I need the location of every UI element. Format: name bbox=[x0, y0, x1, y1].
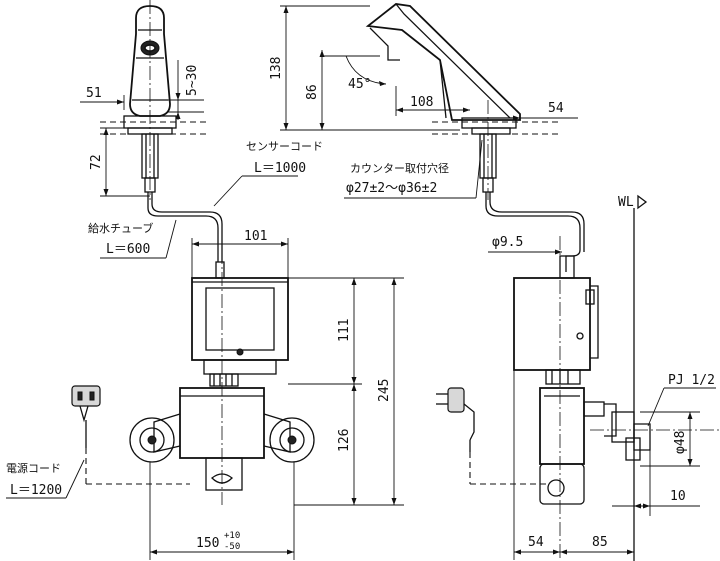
dim-label-126: 126 bbox=[337, 429, 352, 452]
counter-hole-title: カウンター取付穴径 bbox=[350, 161, 449, 175]
power-cord: 電源コード L＝1200 bbox=[6, 385, 190, 499]
sensor-cord-length: L＝1000 bbox=[254, 161, 306, 176]
dim-label-86: 86 bbox=[305, 84, 320, 100]
outlet-dimensions: PJ 1/2 φ48 10 bbox=[612, 373, 716, 516]
supply-tube-title: 給水チューブ bbox=[88, 221, 153, 235]
dim-label-48: φ48 bbox=[673, 431, 688, 454]
control-box-front bbox=[191, 277, 289, 387]
power-cord-title: 電源コード bbox=[6, 461, 61, 475]
dim-side-offsets: 54 85 bbox=[513, 370, 634, 560]
dim-label-10: 10 bbox=[670, 489, 686, 504]
dim-tol-lower: -50 bbox=[224, 542, 240, 552]
dim-label-138: 138 bbox=[269, 57, 284, 80]
dim-label-108: 108 bbox=[410, 95, 433, 110]
dim-label-54-top: 54 bbox=[548, 101, 564, 116]
counter-hole-size: φ27±2～φ36±2 bbox=[346, 181, 437, 196]
pipe-thread-label: PJ 1/2 bbox=[668, 373, 715, 388]
side-power-plug bbox=[436, 387, 548, 485]
dim-label-72: 72 bbox=[89, 154, 104, 170]
solenoid-valve-front bbox=[129, 250, 315, 505]
dim-label-9-5: φ9.5 bbox=[492, 235, 523, 250]
dim-front-width: 54 bbox=[500, 101, 578, 121]
dim-label-101: 101 bbox=[244, 229, 267, 244]
dim-label-5-30: 5~30 bbox=[185, 65, 200, 96]
dim-vertical-stack: 111 126 245 bbox=[288, 277, 404, 506]
dim-deck-to-tube: 72 bbox=[89, 127, 150, 197]
counter-hole-callout: カウンター取付穴径 φ27±2～φ36±2 bbox=[344, 139, 483, 199]
dim-label-111: 111 bbox=[337, 319, 352, 342]
dim-base-width: 51 bbox=[80, 86, 125, 110]
sensor-cord-callout: センサーコード L＝1000 bbox=[213, 140, 323, 207]
faucet-side-view: 45° bbox=[320, 3, 560, 200]
dim-label-150: 150 bbox=[196, 536, 219, 551]
wall-line-label: WL bbox=[618, 195, 634, 210]
dim-spout-reach: 108 bbox=[395, 86, 470, 116]
supply-tube-callout: 給水チューブ L＝600 bbox=[88, 219, 177, 259]
dim-label-245: 245 bbox=[377, 379, 392, 402]
dim-spout-heights: 138 86 bbox=[269, 5, 460, 131]
dim-tol-upper: +10 bbox=[224, 531, 240, 541]
sensor-cord-title: センサーコード bbox=[246, 140, 323, 153]
faucet-front-view bbox=[100, 0, 210, 200]
solenoid-valve-side bbox=[539, 236, 720, 561]
dim-valve-width: 150 +10 -50 bbox=[149, 462, 295, 560]
dim-inlet-diameter: φ9.5 bbox=[488, 235, 562, 255]
dim-label-85: 85 bbox=[592, 535, 608, 550]
dim-label-51: 51 bbox=[86, 86, 102, 101]
dim-sensor-range: 5~30 bbox=[168, 60, 204, 120]
wall-line: WL bbox=[618, 194, 648, 561]
side-supply-tube bbox=[485, 192, 585, 272]
dim-label-45deg: 45° bbox=[348, 77, 371, 92]
control-box-side bbox=[513, 255, 599, 385]
dim-box-width: 101 bbox=[191, 229, 289, 278]
dim-label-54-bottom: 54 bbox=[528, 535, 544, 550]
power-cord-length: L＝1200 bbox=[10, 483, 62, 498]
supply-tube-length: L＝600 bbox=[106, 242, 150, 257]
supply-tube bbox=[147, 192, 225, 279]
